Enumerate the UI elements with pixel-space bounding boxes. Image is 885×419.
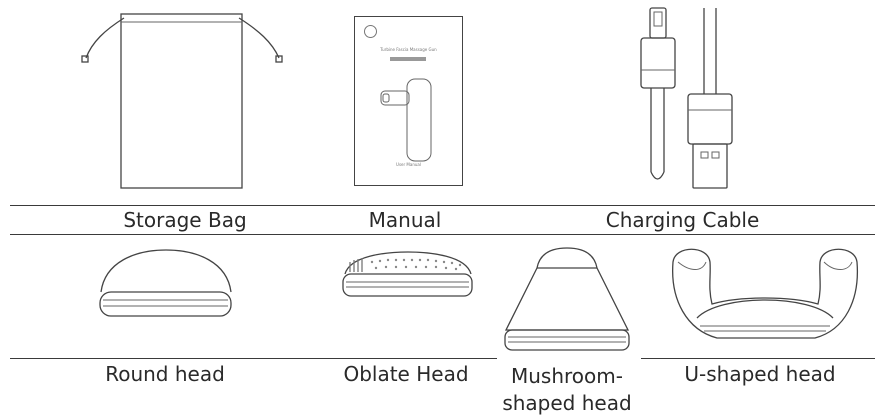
manual-title-bar [390, 57, 426, 61]
label-u-shaped-head: U-shaped head [684, 362, 836, 386]
row2-rule-right [641, 358, 875, 359]
row1-bottom-rule [10, 234, 875, 235]
manual-footer: User Manual [396, 162, 421, 167]
label-round-head: Round head [105, 362, 225, 386]
label-storage-bag: Storage Bag [123, 208, 247, 232]
row2-rule-left [10, 358, 497, 359]
manual-icon: Turbine Fascia Massage Gun User Manual [354, 16, 463, 186]
manual-title: Turbine Fascia Massage Gun [380, 47, 437, 52]
manual-logo-icon [364, 25, 377, 38]
row1-top-rule [10, 205, 875, 206]
label-mushroom-head-line2: shaped head [502, 391, 632, 415]
label-charging-cable: Charging Cable [605, 208, 760, 232]
massage-gun-illustration [380, 78, 432, 162]
label-mushroom-head-line1: Mushroom- [511, 364, 623, 388]
label-manual: Manual [368, 208, 442, 232]
label-oblate-head: Oblate Head [343, 362, 469, 386]
